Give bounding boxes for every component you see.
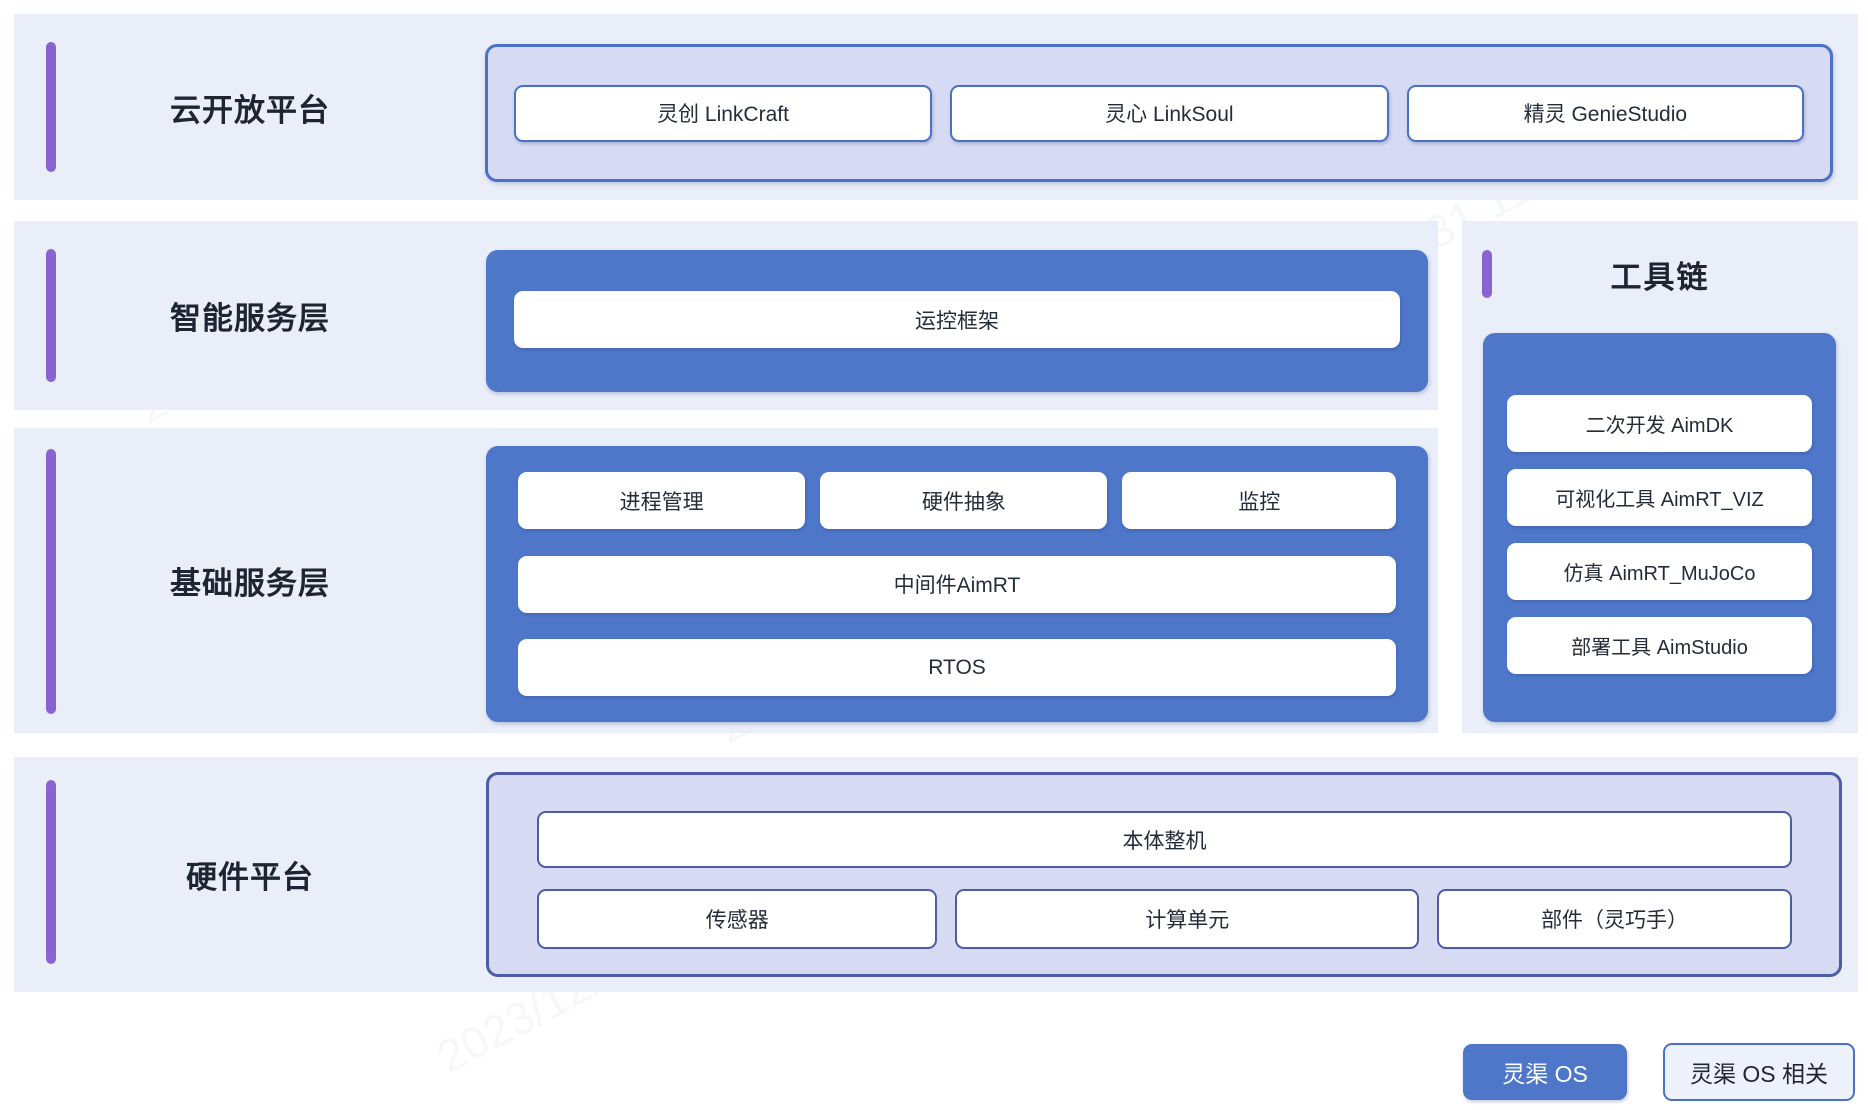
row-label-intelligent-service: 智能服务层 bbox=[170, 301, 330, 336]
diagram-box-dexterous-hand-parts: 部件（灵巧手） bbox=[1437, 889, 1792, 949]
accent-bar bbox=[46, 249, 56, 382]
hardware-platform-panel: 本体整机 传感器 计算单元 部件（灵巧手） bbox=[486, 772, 1842, 977]
diagram-box-linkcraft: 灵创 LinkCraft bbox=[514, 84, 932, 142]
diagram-box-aimstudio: 部署工具 AimStudio bbox=[1507, 617, 1812, 674]
diagram-box-middleware-aimrt: 中间件AimRT bbox=[518, 555, 1396, 613]
diagram-box-sensors: 传感器 bbox=[537, 889, 938, 949]
toolchain-label: 工具链 bbox=[1610, 259, 1710, 295]
foundation-service-panel: 进程管理 硬件抽象 监控 中间件AimRT RTOS bbox=[486, 446, 1428, 722]
diagram-box-rtos: RTOS bbox=[518, 639, 1396, 696]
row-label-cloud-platform: 云开放平台 bbox=[170, 92, 330, 128]
toolchain-column: 工具链 二次开发 AimDK 可视化工具 AimRT_VIZ 仿真 AimRT_… bbox=[1462, 221, 1858, 733]
diagram-box-aimdk: 二次开发 AimDK bbox=[1507, 395, 1812, 452]
row-label-foundation-service: 基础服务层 bbox=[170, 566, 330, 601]
diagram-box-compute-unit: 计算单元 bbox=[955, 889, 1420, 949]
accent-bar bbox=[1482, 250, 1492, 298]
cloud-platform-panel: 灵创 LinkCraft 灵心 LinkSoul 精灵 GenieStudio bbox=[485, 44, 1833, 182]
row-hardware-platform: 硬件平台 本体整机 传感器 计算单元 部件（灵巧手） bbox=[14, 757, 1858, 992]
legend-lingqu-os-related: 灵渠 OS 相关 bbox=[1663, 1043, 1855, 1101]
legend-lingqu-os: 灵渠 OS bbox=[1463, 1044, 1627, 1100]
accent-bar bbox=[46, 42, 56, 172]
accent-bar bbox=[46, 449, 56, 714]
diagram-box-monitoring: 监控 bbox=[1122, 472, 1396, 529]
row-foundation-service: 基础服务层 进程管理 硬件抽象 监控 中间件AimRT RTOS bbox=[14, 428, 1438, 733]
accent-bar bbox=[46, 780, 56, 964]
diagram-box-motion-control-framework: 运控框架 bbox=[514, 291, 1400, 348]
diagram-box-linksoul: 灵心 LinkSoul bbox=[950, 84, 1389, 142]
diagram-box-aimrt-viz: 可视化工具 AimRT_VIZ bbox=[1507, 469, 1812, 526]
diagram-box-aimrt-mujoco: 仿真 AimRT_MuJoCo bbox=[1507, 543, 1812, 600]
diagram-box-process-management: 进程管理 bbox=[518, 472, 806, 529]
diagram-box-geniestudio: 精灵 GenieStudio bbox=[1406, 84, 1804, 142]
diagram-box-robot-body: 本体整机 bbox=[537, 811, 1792, 868]
row-cloud-platform: 云开放平台 灵创 LinkCraft 灵心 LinkSoul 精灵 GenieS… bbox=[14, 14, 1858, 200]
diagram-box-hardware-abstraction: 硬件抽象 bbox=[820, 472, 1108, 529]
row-intelligent-service: 智能服务层 运控框架 bbox=[14, 221, 1438, 410]
toolchain-panel: 二次开发 AimDK 可视化工具 AimRT_VIZ 仿真 AimRT_MuJo… bbox=[1483, 333, 1836, 722]
row-label-hardware-platform: 硬件平台 bbox=[186, 860, 314, 895]
intelligent-service-panel: 运控框架 bbox=[486, 250, 1428, 392]
